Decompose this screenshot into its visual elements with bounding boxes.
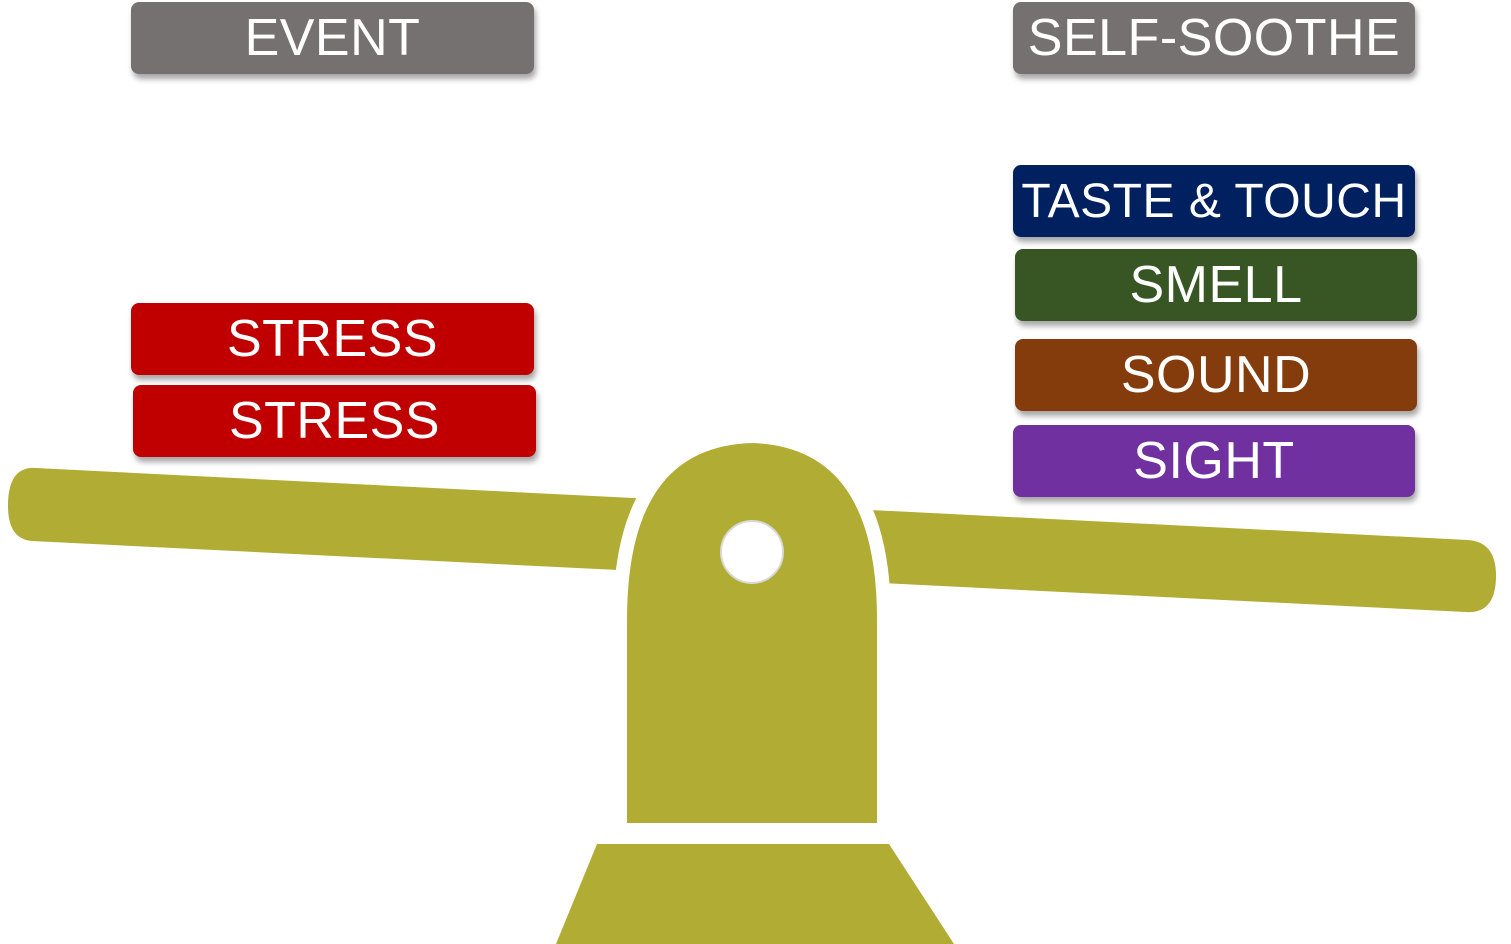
taste-touch-block: TASTE & TOUCH xyxy=(1013,165,1415,237)
event-header: EVENT xyxy=(131,2,534,74)
seesaw-base xyxy=(556,844,954,944)
sound-block: SOUND xyxy=(1015,339,1417,411)
stress-block: STRESS xyxy=(133,385,536,457)
smell-block: SMELL xyxy=(1015,249,1417,321)
sight-block: SIGHT xyxy=(1013,425,1415,497)
seesaw-post xyxy=(620,436,884,830)
self-soothe-header: SELF-SOOTHE xyxy=(1013,2,1415,74)
stress-block: STRESS xyxy=(131,303,534,375)
seesaw-pivot xyxy=(721,521,783,583)
